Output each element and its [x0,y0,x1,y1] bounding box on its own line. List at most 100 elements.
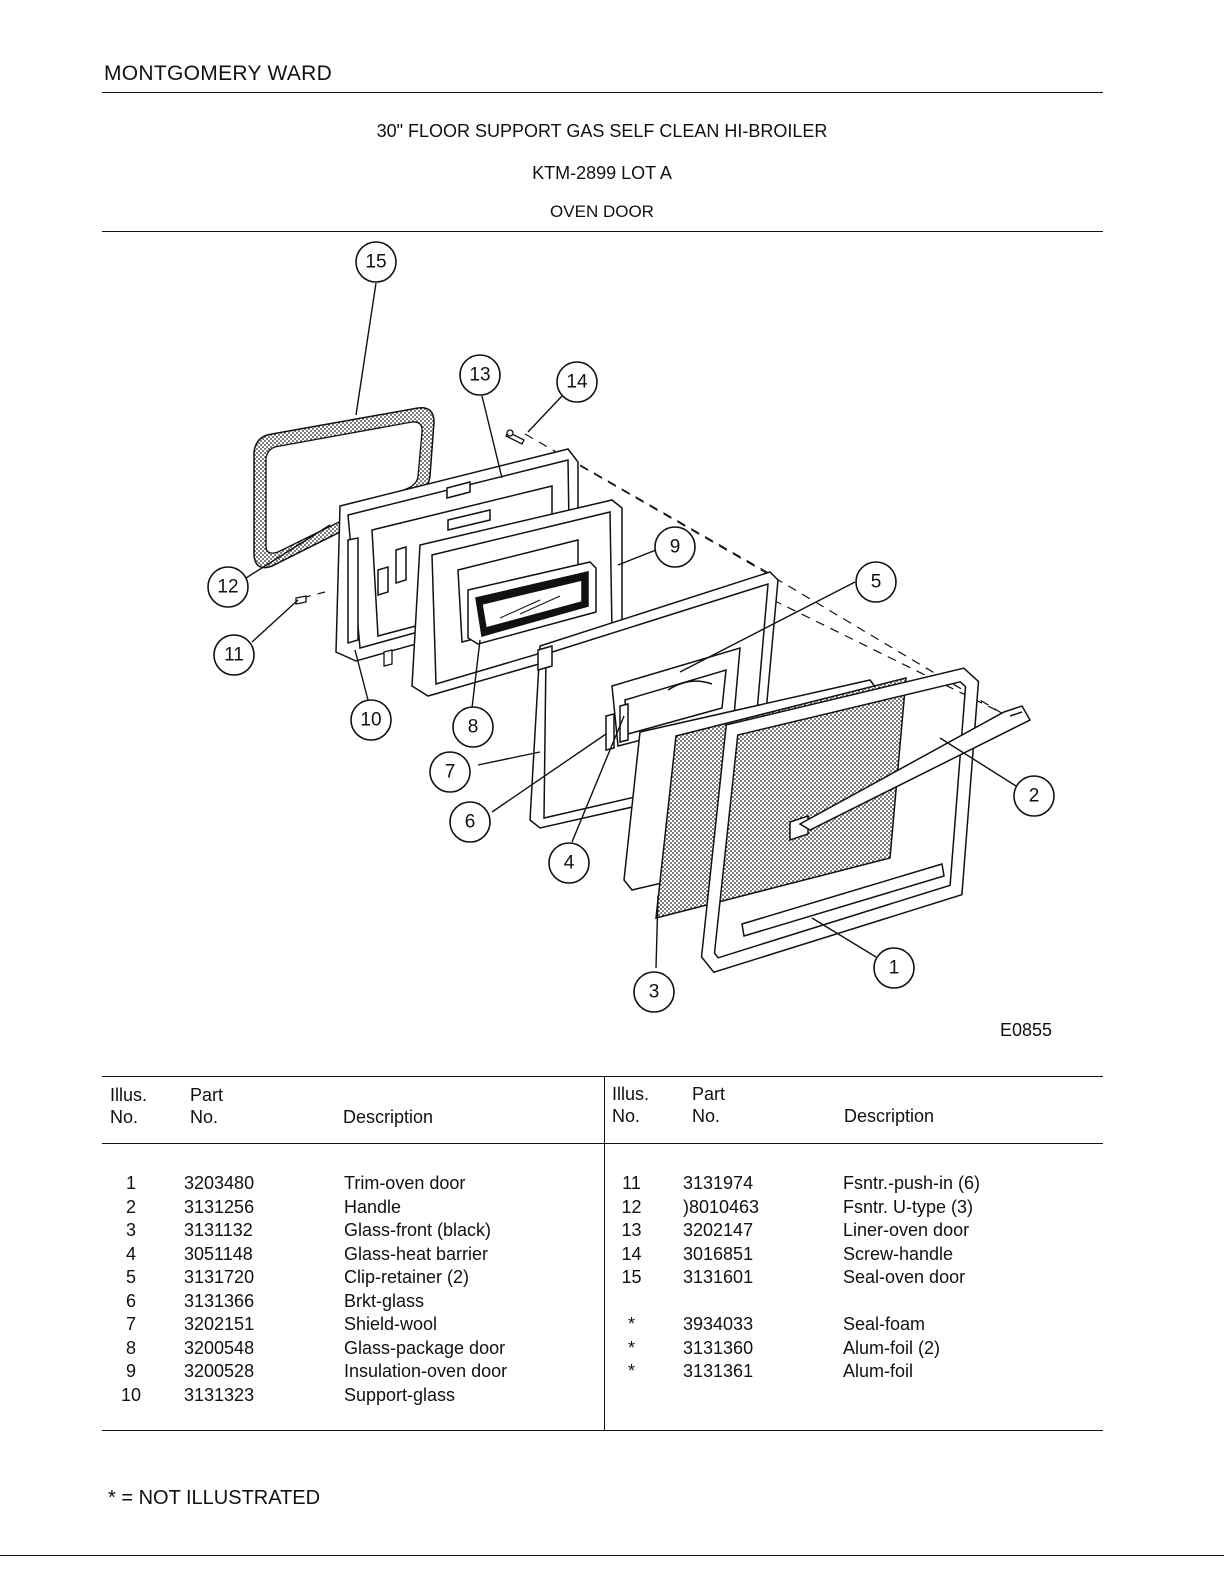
part-no-cell: 3016851 [683,1243,754,1264]
callout-5: 5 [855,561,897,603]
part-no-cell: 3200548 [184,1337,255,1358]
svg-text:12: 12 [217,577,238,598]
callout-12: 12 [207,566,249,608]
part-no-cell: 3202147 [683,1220,754,1240]
description-cell: Seal-foam [843,1314,926,1334]
leader-lines [245,282,1017,969]
table-header-rule [102,1143,1103,1144]
part-trim-oven-door [700,667,980,974]
callout-6: 6 [449,801,491,843]
part-no-cell: 3200528 [184,1361,255,1381]
page-title: 30" FLOOR SUPPORT GAS SELF CLEAN HI-BROI… [376,121,828,141]
callout-9: 9 [654,526,696,568]
callout-2: 2 [1013,775,1055,817]
description-cell: Screw-handle [843,1243,954,1264]
illus-no-cell: 12 [621,1196,642,1217]
svg-text:7: 7 [445,762,456,783]
illus-no-cell: 5 [125,1267,136,1287]
description-cell: Clip-retainer (2) [344,1267,470,1287]
part-no-cell: 3202151 [184,1314,255,1334]
callout-3: 3 [633,971,675,1013]
part-no-cell: 3131361 [683,1361,754,1381]
illus-no-cell: * [627,1314,635,1334]
description-cell: Handle [344,1196,402,1217]
callout-8: 8 [452,706,494,748]
description-cell: Fsntr. U-type (3) [843,1196,974,1217]
part-no-cell: 3131601 [683,1267,754,1287]
svg-text:9: 9 [670,537,681,558]
part-no-cell: 3131720 [184,1267,255,1287]
table-top-rule [102,1076,1103,1077]
table-divider [604,1076,605,1430]
part-no-cell: 3131256 [184,1196,255,1217]
brand-name: MONTGOMERY WARD [104,62,333,85]
header-description: Description [343,1107,434,1127]
description-cell: Seal-oven door [843,1267,966,1287]
illus-no-cell: 4 [125,1243,136,1264]
description-cell: Trim-oven door [344,1173,466,1193]
description-cell: Glass-front (black) [344,1220,492,1240]
table-row: 2 3131256 Handle [108,1196,574,1220]
diagram-code: E0855 [999,1020,1052,1040]
table-row [610,1290,1073,1314]
callout-7: 7 [429,751,471,793]
table-row: 13 3202147 Liner-oven door [610,1219,1073,1243]
illus-no-cell: 13 [621,1220,642,1240]
page-bottom-rule [0,1555,1224,1556]
illus-no-cell: 9 [125,1361,136,1381]
title-rule [102,231,1103,232]
illus-no-cell: 3 [125,1220,136,1240]
callout-1: 1 [873,947,915,989]
part-no-cell: 3131974 [683,1173,754,1193]
svg-text:11: 11 [224,645,244,666]
header-illus-no-right: Illus.No. [612,1084,650,1126]
description-cell: Liner-oven door [843,1220,970,1240]
callout-15: 15 [355,241,397,283]
illus-no-cell: 14 [621,1243,642,1264]
part-no-cell: 3934033 [683,1314,754,1334]
table-row: 12 )8010463 Fsntr. U-type (3) [610,1196,1073,1220]
part-no-cell: 3131366 [184,1290,255,1311]
svg-text:5: 5 [871,572,882,593]
table-bottom-rule [102,1430,1103,1431]
part-no-cell: 3131132 [184,1220,253,1240]
callout-13: 13 [459,354,501,396]
description-cell: Alum-foil (2) [843,1337,941,1358]
part-small-hardware [295,429,525,667]
part-seal-oven-door [253,407,435,569]
exploded-parts-diagram: 1 2 3 4 5 6 7 8 9 10 11 12 13 14 15 [207,241,1055,1013]
part-no-cell: )8010463 [683,1196,760,1217]
svg-text:2: 2 [1029,786,1040,807]
svg-text:14: 14 [566,372,588,393]
illus-no-cell: 15 [621,1267,642,1287]
svg-text:10: 10 [360,710,381,731]
part-no-cell: 3051148 [184,1243,253,1264]
illus-no-cell: 6 [125,1290,136,1311]
description-cell: Support-glass [344,1384,456,1405]
callout-4: 4 [548,842,590,884]
header-rule [102,92,1103,93]
table-row: 15 3131601 Seal-oven door [610,1266,1073,1290]
svg-text:4: 4 [564,853,575,874]
section-title: OVEN DOOR [550,202,654,221]
illus-no-cell: * [627,1337,635,1358]
illus-no-cell: 7 [125,1314,136,1334]
illus-no-cell: 11 [622,1173,641,1193]
svg-text:15: 15 [365,252,386,273]
part-handle [798,705,1032,831]
illus-no-cell: 2 [125,1196,136,1217]
part-no-cell: 3131360 [683,1337,754,1358]
description-cell: Alum-foil [843,1361,914,1381]
svg-text:6: 6 [465,812,476,833]
callout-11: 11 [213,634,255,676]
svg-text:1: 1 [889,958,900,979]
